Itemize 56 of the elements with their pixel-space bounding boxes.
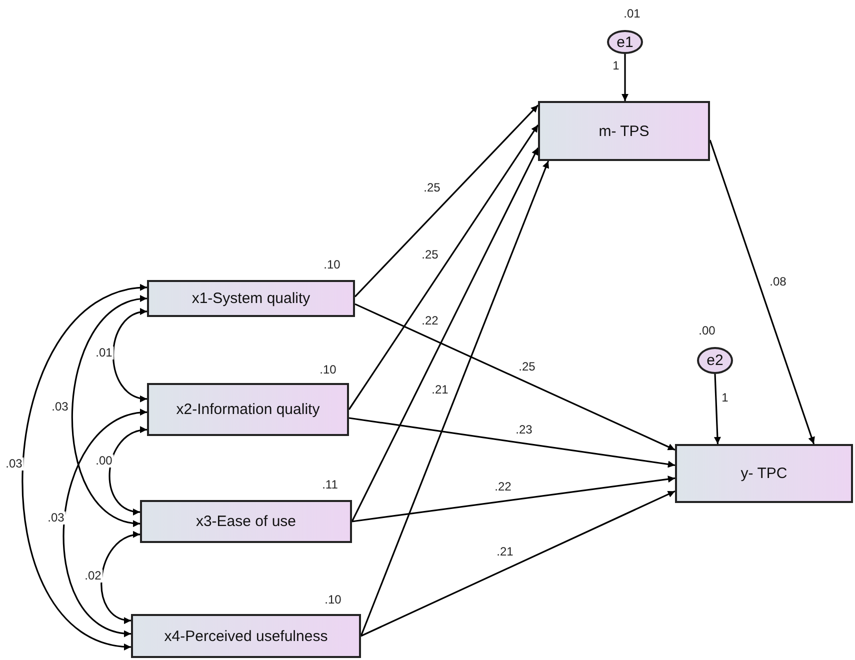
variable-name: y- TPC: [740, 465, 788, 482]
covariance-arrow: [100, 532, 140, 623]
path-arrow: [360, 160, 550, 636]
path-arrow: [351, 147, 539, 522]
covariance-arrow: [112, 309, 148, 402]
path-arrow: [352, 476, 676, 522]
path-arrow: [354, 104, 539, 298]
edge-label: .25: [420, 248, 440, 262]
edge-label: .25: [422, 182, 442, 194]
covariance-arrow: [22, 285, 148, 650]
covariance-arrow: [63, 410, 148, 636]
variance-estimate: .00: [698, 324, 716, 338]
path-arrow: [348, 417, 676, 468]
edge-label: .01: [94, 346, 114, 360]
covariance-arrow: [108, 427, 148, 514]
path-arrow: [709, 140, 815, 444]
variable-name: x1-System quality: [192, 290, 310, 307]
covariance-arrow: [71, 296, 148, 526]
variance-estimate: .11: [322, 478, 338, 492]
variable-box: [147, 280, 355, 317]
variable-name: x2-Information quality: [176, 401, 320, 418]
edge-label: .03: [50, 400, 70, 414]
edge-label: .08: [768, 276, 788, 288]
edge-label: .03: [4, 458, 24, 470]
variable-box: [131, 614, 361, 658]
variance-estimate: .10: [324, 258, 340, 272]
variable-name: e2: [706, 352, 724, 369]
variance-estimate: .10: [320, 364, 336, 376]
variable-name: x3-Ease of use: [196, 513, 296, 530]
variable-box: [538, 101, 710, 161]
variable-box: [147, 383, 349, 436]
edge-label: .21: [496, 546, 514, 558]
variance-estimate: .01: [624, 8, 640, 20]
edge-label: 1: [612, 60, 620, 72]
variable-name: e1: [616, 34, 634, 50]
edge-label: .23: [514, 424, 534, 436]
edge-label: .22: [494, 480, 512, 494]
edge-label: .03: [46, 512, 66, 524]
variable-name: x4-Perceived usefulness: [164, 628, 328, 644]
edge-label: .02: [84, 570, 102, 582]
path-arrow: [348, 124, 539, 410]
path-arrow: [622, 54, 629, 101]
edge-label: .00: [94, 454, 114, 468]
variable-box: [675, 444, 853, 503]
error-term-ellipse: [607, 30, 643, 54]
path-arrow: [354, 303, 676, 451]
variance-estimate: .10: [324, 594, 342, 606]
variable-box: [140, 500, 352, 543]
edge-label: .21: [430, 384, 450, 396]
path-arrow: [714, 374, 721, 444]
edge-label: 1: [720, 392, 730, 404]
path-arrow: [360, 490, 676, 637]
error-term-ellipse: [697, 347, 733, 374]
edge-label: .25: [518, 360, 536, 374]
edge-label: .22: [420, 314, 440, 328]
variable-name: m- TPS: [598, 122, 650, 140]
